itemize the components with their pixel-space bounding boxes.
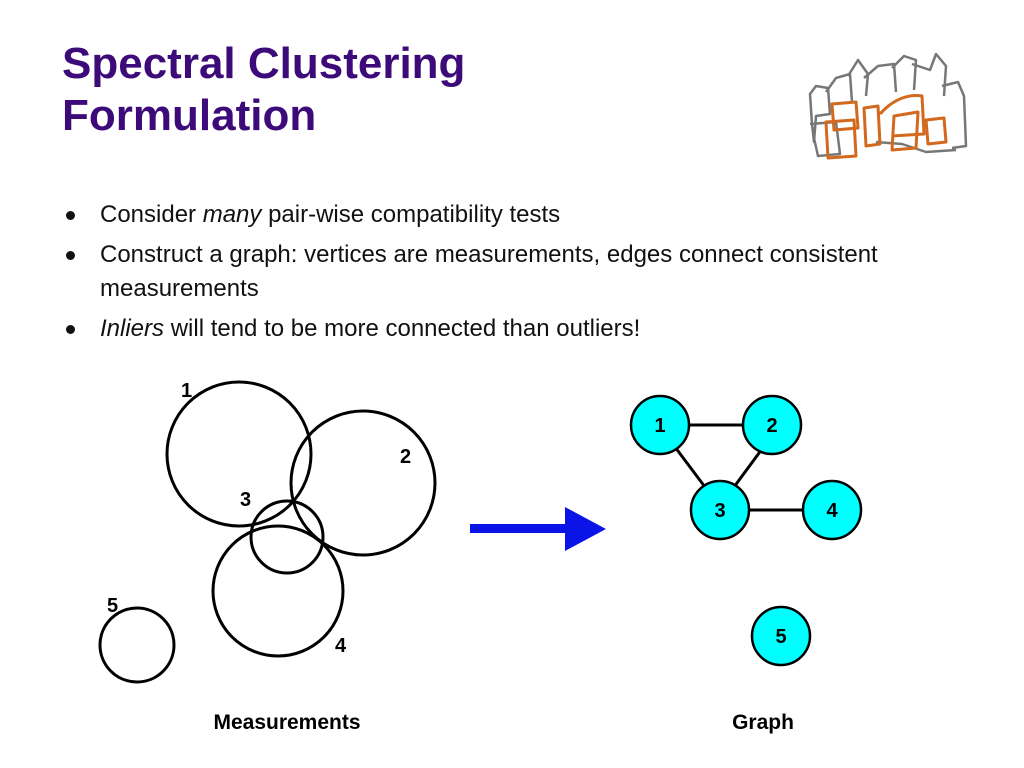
bullet-item-3: Inliers will tend to be more connected t… (66, 312, 946, 346)
bullet-list: Consider many pair-wise compatibility te… (66, 198, 946, 352)
graph-node-label-1: 1 (654, 415, 665, 437)
graph-caption: Graph (732, 711, 794, 734)
graph-node-2 (741, 394, 803, 456)
title-line-1: Spectral Clustering (62, 39, 466, 88)
graph-edges (673, 423, 804, 512)
graph-nodes (629, 394, 863, 667)
measurement-label-3: 3 (240, 489, 251, 511)
measurements-diagram (98, 380, 437, 684)
measurement-label-4: 4 (335, 635, 347, 657)
graph-node-label-4: 4 (826, 500, 838, 522)
bullet-item-2: Construct a graph: vertices are measurem… (66, 238, 946, 306)
edge-2-3 (732, 448, 764, 488)
measurement-circle-2 (289, 409, 437, 557)
measurement-label-1: 1 (181, 380, 192, 402)
graph-node-5 (750, 605, 812, 667)
right-arrow-icon (470, 507, 606, 551)
edge-1-3 (673, 446, 707, 488)
title-line-2: Formulation (62, 91, 317, 140)
graph-node-label-2: 2 (766, 415, 777, 437)
graph-node-label-5: 5 (775, 626, 786, 648)
measurement-label-5: 5 (107, 595, 118, 617)
measurement-circle-4 (211, 524, 345, 658)
graph-node-3 (689, 479, 751, 541)
bullet-item-1: Consider many pair-wise compatibility te… (66, 198, 946, 232)
measurements-caption: Measurements (213, 711, 360, 734)
measurement-label-2: 2 (400, 446, 411, 468)
graph-node-1 (629, 394, 691, 456)
city-skyline-logo-icon (808, 52, 968, 160)
slide-title: Spectral Clustering Formulation (62, 38, 465, 142)
measurement-circle-1 (165, 380, 313, 528)
graph-node-4 (801, 479, 863, 541)
measurement-circle-3 (249, 499, 325, 575)
graph-node-label-3: 3 (714, 500, 725, 522)
measurement-circle-5 (98, 606, 176, 684)
